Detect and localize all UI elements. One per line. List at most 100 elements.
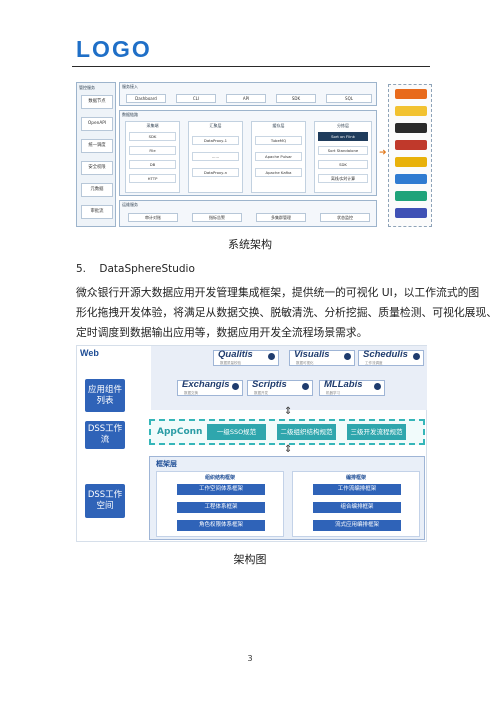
app-name: Visualis xyxy=(294,349,330,360)
group-entry: SDK xyxy=(318,160,368,169)
app-name: Qualitis xyxy=(218,349,253,360)
app-desc: 数据可视化 xyxy=(296,361,314,365)
double-arrow-icon: ⇕ xyxy=(284,444,293,455)
control-service-title: 管控服务 xyxy=(79,85,95,90)
control-item: 审批流 xyxy=(81,205,113,219)
section-number: 5. xyxy=(76,263,87,275)
ops-service-title: 运维服务 xyxy=(122,202,138,207)
dss-workspace-box: DSS工作空间 xyxy=(85,484,125,518)
app-desc: 数据开发 xyxy=(254,391,268,395)
collect-group: 采集端 SDK File DB HTTP xyxy=(125,121,180,193)
framework-layer-panel: 框架层 组织结构框架 工作空间体系框架 工程体系框架 角色权限体系框架 编排框架… xyxy=(149,456,425,540)
app-icon xyxy=(268,353,275,360)
group-entry: DataProxy-1 xyxy=(192,136,239,145)
main-architecture: 服务接入 Dashboard CLI API SDK SQL 数据链路 采集端 … xyxy=(119,82,377,227)
storage-logo xyxy=(395,106,427,116)
app-icon xyxy=(344,353,351,360)
paragraph-line: 微众银行开源大数据应用开发管理集成框架，提供统一的可视化 UI，以工作流式的图 xyxy=(76,286,480,299)
app-qualitis: Qualitis 数据质量校验 xyxy=(213,349,279,366)
paragraph-line: 定时调度到数据输出应用等，数据应用开发全流程场景需求。 xyxy=(76,326,368,339)
group-entry: File xyxy=(129,146,176,155)
section-heading: 5. DataSphereStudio xyxy=(76,263,195,275)
aggregate-group: 汇聚层 DataProxy-1 ...... DataProxy-n xyxy=(188,121,243,193)
app-scriptis: Scriptis 数据开发 xyxy=(247,379,313,396)
ops-chip: 审计对账 xyxy=(128,213,178,222)
web-label: Web xyxy=(80,348,99,358)
app-desc: 数据质量校验 xyxy=(220,361,241,365)
figure-caption-system-architecture: 系统架构 xyxy=(228,238,272,251)
app-icon xyxy=(374,383,381,390)
figure-caption-architecture: 架构图 xyxy=(233,553,267,566)
app-desc: 数据交换 xyxy=(184,391,198,395)
group-title: 分拣层 xyxy=(337,123,349,128)
group-title: 汇聚层 xyxy=(209,123,222,128)
app-exchangis: Exchangis 数据交换 xyxy=(177,379,243,396)
org-structure-group: 组织结构框架 工作空间体系框架 工程体系框架 角色权限体系框架 xyxy=(156,471,284,537)
paragraph-line: 形化拖拽开发体验，将满足从数据交换、脱敏清洗、分析挖掘、质量检测、可视化展现、 xyxy=(76,306,498,319)
framework-box: 角色权限体系框架 xyxy=(177,520,265,531)
orchestration-group: 编排框架 工作流编排框架 组合编排框架 流式应用编排框架 xyxy=(292,471,420,537)
framework-layer-title: 框架层 xyxy=(156,460,177,468)
ops-chip: 指标告警 xyxy=(192,213,242,222)
appconn-title: AppConn xyxy=(157,427,203,437)
service-access-panel: 服务接入 Dashboard CLI API SDK SQL xyxy=(119,82,377,106)
spec-box: 二级组织结构规范 xyxy=(277,424,336,440)
app-mllabis: MLLabis 机器学习 xyxy=(319,379,385,396)
framework-box: 组合编排框架 xyxy=(313,502,401,513)
group-entry: HTTP xyxy=(129,174,176,183)
group-title: 组织结构框架 xyxy=(204,475,235,481)
service-chip: SQL xyxy=(326,94,372,103)
page-number: 3 xyxy=(247,654,253,663)
data-link-title: 数据链路 xyxy=(122,112,138,117)
dss-workflow-box: DSS工作流 xyxy=(85,421,125,449)
framework-box: 工作空间体系框架 xyxy=(177,484,265,495)
storage-logo xyxy=(395,174,427,184)
app-components-box: 应用组件列表 xyxy=(85,379,125,412)
service-chip: API xyxy=(226,94,266,103)
framework-box: 工作流编排框架 xyxy=(313,484,401,495)
group-entry: DataProxy-n xyxy=(192,168,239,177)
double-arrow-icon: ⇕ xyxy=(284,406,293,417)
group-entry: Apache Kafka xyxy=(255,168,302,177)
header-divider xyxy=(72,66,430,67)
ops-service-panel: 运维服务 审计对账 指标告警 多集群管理 状态监控 xyxy=(119,200,377,227)
group-entry: Apache Pulsar xyxy=(255,152,302,161)
group-entry: ...... xyxy=(192,152,239,161)
sort-group: 分拣层 Sort on Flink Sort Standalone SDK 离线… xyxy=(314,121,372,193)
service-chip: CLI xyxy=(176,94,216,103)
section-title: DataSphereStudio xyxy=(99,263,195,275)
ops-chip: 多集群管理 xyxy=(256,213,306,222)
app-desc: 机器学习 xyxy=(326,391,340,395)
control-item: 安全权限 xyxy=(81,161,113,175)
control-item: 统一调度 xyxy=(81,139,113,153)
group-entry: SDK xyxy=(129,132,176,141)
service-chip: SDK xyxy=(276,94,316,103)
service-access-title: 服务接入 xyxy=(122,84,138,89)
system-architecture-diagram: 管控服务 数据节点 OpenAPI 统一调度 安全权限 元数据 审批流 服务接入… xyxy=(76,82,433,227)
app-icon xyxy=(302,383,309,390)
control-item: OpenAPI xyxy=(81,117,113,131)
group-title: 编排框架 xyxy=(345,475,366,481)
app-name: Exchangis xyxy=(182,379,230,390)
storage-logo xyxy=(395,123,427,133)
flow-arrow-icon: ➜ xyxy=(379,148,387,158)
group-entry: Sort Standalone xyxy=(318,146,368,155)
spec-box: 三级开发流程规范 xyxy=(347,424,406,440)
storage-logo xyxy=(395,208,427,218)
ops-chip: 状态监控 xyxy=(320,213,370,222)
app-schedulis: Schedulis 工作流调度 xyxy=(358,349,424,366)
group-entry: Sort on Flink xyxy=(318,132,368,141)
app-icon xyxy=(232,383,239,390)
app-visualis: Visualis 数据可视化 xyxy=(289,349,355,366)
control-item: 元数据 xyxy=(81,183,113,197)
group-entry: DB xyxy=(129,160,176,169)
group-title: 缓存层 xyxy=(272,123,285,128)
framework-box: 流式应用编排框架 xyxy=(313,520,401,531)
control-service-panel: 管控服务 数据节点 OpenAPI 统一调度 安全权限 元数据 审批流 xyxy=(76,82,116,227)
storage-logos-panel xyxy=(388,84,432,227)
storage-logo xyxy=(395,89,427,99)
app-name: Schedulis xyxy=(363,349,408,360)
app-name: Scriptis xyxy=(252,379,287,390)
service-chip: Dashboard xyxy=(126,94,166,103)
framework-box: 工程体系框架 xyxy=(177,502,265,513)
